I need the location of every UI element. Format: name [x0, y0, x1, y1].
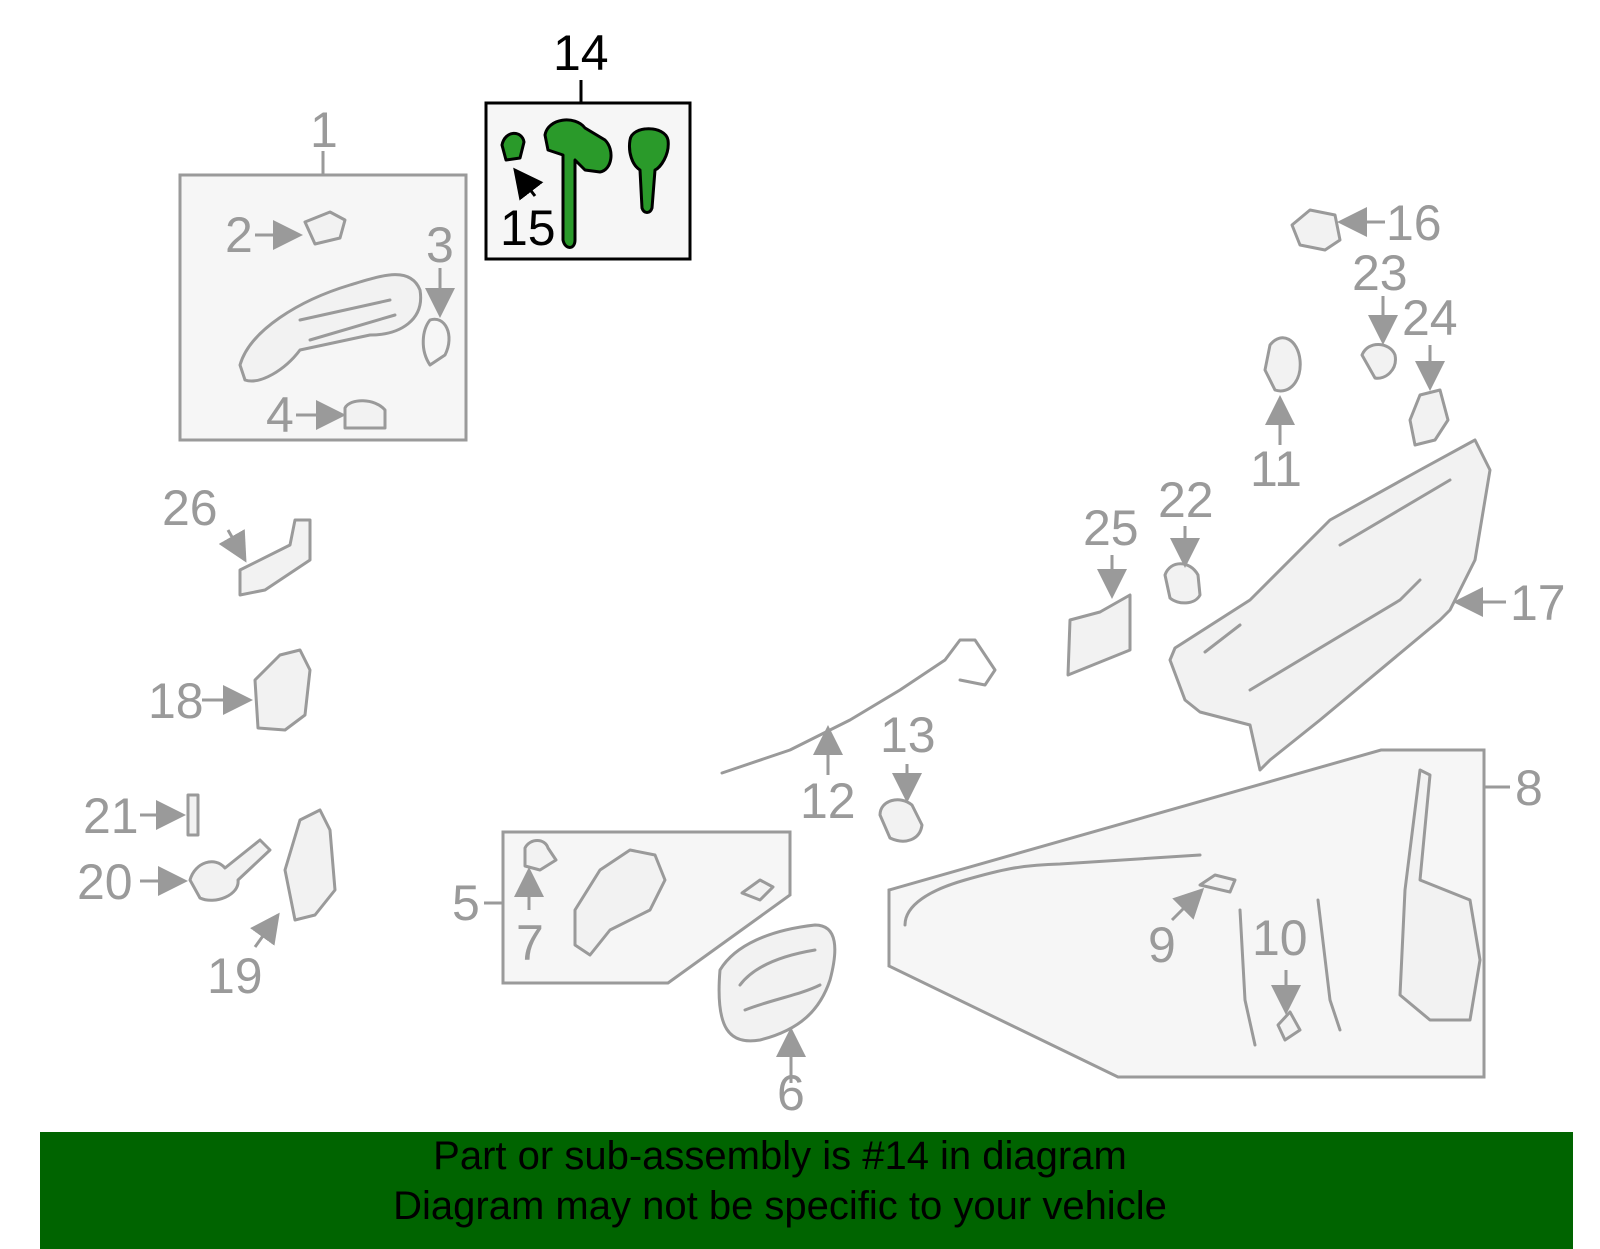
- assembly-5-box: [484, 830, 792, 985]
- callout-23: 23: [1352, 245, 1408, 301]
- parts-diagram: 1 2 3 4 5 6 7 8 9 10 11 12 13 14 15 16 1…: [77, 25, 1566, 1121]
- assembly-8-box: [887, 748, 1510, 1079]
- part-24-clip: [1408, 388, 1450, 447]
- callout-19: 19: [207, 948, 263, 1004]
- callout-7: 7: [516, 915, 544, 971]
- part-9-clip: [1198, 873, 1237, 894]
- outside-handle: [238, 273, 423, 383]
- part-22-plug: [1163, 562, 1202, 605]
- latch-rod: [903, 853, 1202, 927]
- door-latch: [1398, 768, 1482, 1022]
- callout-13: 13: [880, 707, 936, 763]
- callout-18: 18: [148, 673, 204, 729]
- part-4-pad: [343, 399, 387, 430]
- callout-8: 8: [1515, 760, 1543, 816]
- callout-9: 9: [1148, 917, 1176, 973]
- part-10-clip: [1276, 1010, 1302, 1042]
- callout-20: 20: [77, 854, 133, 910]
- part-17-trim-panel: [1168, 438, 1492, 772]
- notice-banner: Part or sub-assembly is #14 in diagram D…: [40, 1132, 1573, 1249]
- banner-line-1: Part or sub-assembly is #14 in diagram: [433, 1134, 1127, 1178]
- callout-1: 1: [310, 102, 338, 158]
- assembly-14-box: [484, 80, 692, 261]
- part-3-bracket: [421, 317, 451, 367]
- part-20-check-arm: [188, 838, 272, 902]
- part-11-clip: [1263, 336, 1302, 393]
- part-23-grommet: [1360, 343, 1397, 380]
- part-7-clip: [523, 839, 558, 872]
- callout-22: 22: [1158, 472, 1214, 528]
- callout-24: 24: [1402, 290, 1458, 346]
- part-25-sheet: [1066, 593, 1132, 677]
- part-26-bracket: [238, 518, 312, 597]
- part-15-cap: [500, 131, 526, 162]
- callout-11: 11: [1250, 441, 1302, 497]
- callout-17: 17: [1510, 575, 1566, 631]
- part-16-clip: [1290, 208, 1342, 252]
- callout-5: 5: [452, 875, 480, 931]
- callout-14: 14: [553, 25, 609, 81]
- callout-6: 6: [777, 1065, 805, 1121]
- lock-actuator: [573, 848, 667, 957]
- part-13-clip: [878, 798, 924, 843]
- callout-25: 25: [1083, 500, 1139, 556]
- part-21-pin: [186, 793, 200, 837]
- callout-2: 2: [225, 207, 253, 263]
- part-19-bracket: [283, 808, 337, 922]
- callout-15: 15: [500, 200, 556, 256]
- callout-12: 12: [800, 773, 856, 829]
- callout-26: 26: [162, 480, 218, 536]
- part-2-clip: [303, 210, 347, 246]
- callout-3: 3: [426, 217, 454, 273]
- small-link: [740, 878, 775, 902]
- assembly-1-box: [178, 151, 468, 442]
- lock-cylinder: [543, 118, 613, 249]
- callout-4: 4: [266, 387, 294, 443]
- part-6-inside-handle: [717, 923, 837, 1043]
- part-12-rod: [720, 638, 997, 775]
- key: [628, 127, 670, 214]
- banner-line-2: Diagram may not be specific to your vehi…: [393, 1184, 1167, 1228]
- callout-16: 16: [1386, 195, 1442, 251]
- callout-21: 21: [83, 788, 139, 844]
- callout-10: 10: [1252, 910, 1308, 966]
- part-18-plate: [253, 648, 312, 732]
